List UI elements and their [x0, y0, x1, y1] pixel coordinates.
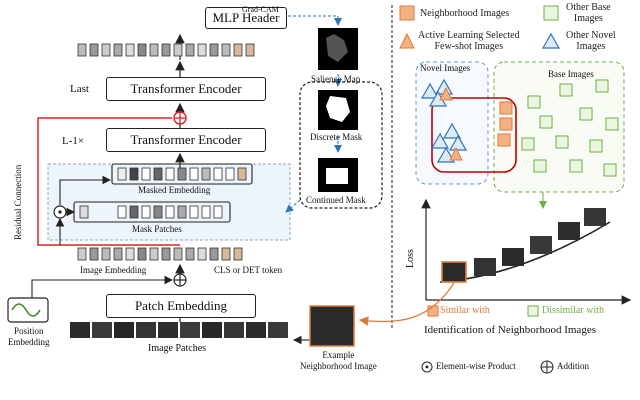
image-embedding-label: Image Embedding: [80, 265, 147, 275]
base-legend-icon: [543, 5, 559, 21]
masked-embedding-row: [117, 167, 247, 181]
grad-cam-arrow: [238, 15, 342, 26]
addition-legend: Addition: [557, 361, 590, 371]
transformer-encoder-last-label: Transformer Encoder: [130, 81, 242, 96]
selection-highlight: [431, 97, 517, 173]
example-link-arrow: [358, 282, 455, 326]
selected-triangles: [439, 86, 463, 161]
cls-token-label: CLS or DET token: [214, 265, 283, 275]
patch-embedding-label: Patch Embedding: [134, 298, 228, 313]
neighborhood-legend-icon: [399, 5, 415, 21]
position-embedding-label: Position Embedding: [8, 326, 50, 347]
active-learning-legend-label: Active Learning Selected Few-shot Images: [418, 30, 520, 52]
mask-generation-box: [299, 81, 383, 209]
active-learning-legend-icon: [399, 32, 415, 49]
loss-axis-label: Loss: [405, 249, 416, 268]
position-embedding-icon: [7, 297, 49, 323]
dissimilar-with-label: Dissimilar with: [542, 305, 604, 316]
patch-embedding-box: Patch Embedding: [106, 294, 256, 318]
grad-cam-label: Grad-CAM: [242, 5, 279, 14]
image-patches-label: Image Patches: [148, 343, 207, 354]
neighborhood-legend-label: Neighborhood Images: [420, 8, 510, 19]
discrete-mask-label: Discrete Mask: [310, 132, 363, 142]
transformer-encoder-last-box: Transformer Encoder: [106, 77, 266, 101]
mlp-header-box: MLP Header: [205, 7, 287, 29]
residual-connection-label: Residual Connection: [13, 164, 23, 240]
elementwise-product-legend: Element-wise Product: [436, 361, 516, 371]
image-embedding-row: [77, 247, 243, 261]
saliency-map-label: Salience Map: [311, 74, 361, 84]
plot-thumbnails: [441, 208, 606, 283]
image-patches-row: [70, 322, 288, 338]
novel-legend-label: Other Novel Images: [566, 30, 616, 52]
output-token-row: [77, 43, 255, 57]
l1-label: L-1×: [62, 135, 85, 147]
example-neighborhood-image: [309, 305, 355, 347]
neighborhood-squares: [497, 101, 513, 147]
transformer-encoder-mid-label: Transformer Encoder: [130, 132, 242, 147]
similar-with-label: Similar with: [440, 305, 490, 316]
base-region: [493, 61, 625, 193]
novel-legend-icon: [541, 32, 561, 49]
continued-mask-label: Continued Mask: [306, 195, 366, 205]
base-squares: [521, 79, 619, 177]
mlp-header-label: MLP Header: [212, 10, 280, 25]
base-legend-label: Other Base Images: [566, 2, 611, 24]
identification-caption: Identification of Neighborhood Images: [424, 324, 596, 336]
mask-patches-row: [79, 205, 223, 219]
last-label: Last: [70, 83, 89, 95]
masked-embedding-label: Masked Embedding: [138, 185, 211, 195]
novel-images-label: Novel Images: [420, 63, 471, 73]
mask-patches-label: Mask Patches: [132, 224, 182, 234]
transformer-encoder-mid-box: Transformer Encoder: [106, 128, 266, 152]
example-neighborhood-label: Example Neighborhood Image: [300, 350, 377, 371]
base-images-label: Base Images: [548, 69, 594, 79]
residual-connection-line: [37, 117, 180, 246]
